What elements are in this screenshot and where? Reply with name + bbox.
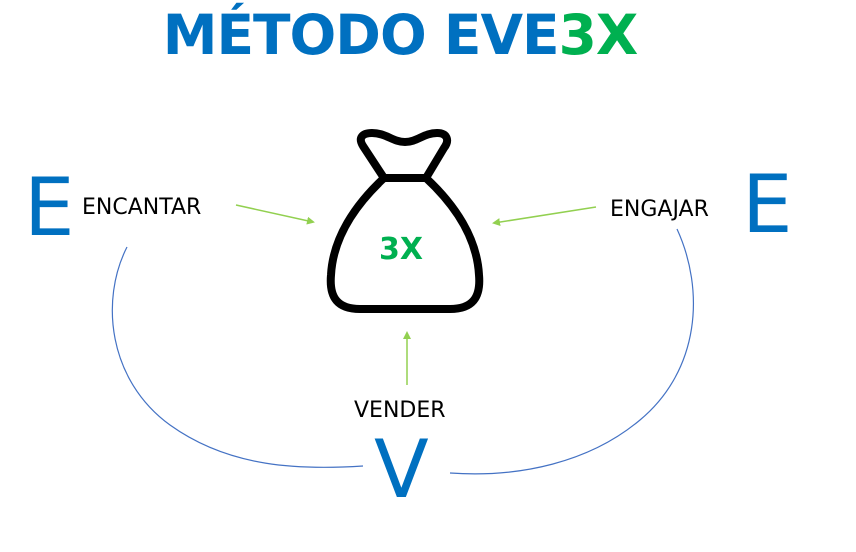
letter-e-right: E xyxy=(742,158,793,251)
title-accent: 3X xyxy=(558,3,639,67)
label-vender: VENDER xyxy=(354,398,446,423)
title-main: MÉTODO EVE xyxy=(162,3,560,67)
arrow-encantar-to-bag xyxy=(235,204,315,225)
money-bag-icon xyxy=(326,129,484,313)
label-engajar: ENGAJAR xyxy=(610,197,709,222)
letter-v-bottom: V xyxy=(374,423,429,516)
page-title: MÉTODO EVE3X xyxy=(0,0,800,70)
cycle-curve-left xyxy=(111,246,364,468)
letter-e-left: E xyxy=(24,161,75,254)
cycle-curve-right xyxy=(449,228,695,475)
label-encantar: ENCANTAR xyxy=(82,195,202,220)
bag-label: 3X xyxy=(379,232,424,267)
arrow-engajar-to-bag xyxy=(492,206,597,227)
